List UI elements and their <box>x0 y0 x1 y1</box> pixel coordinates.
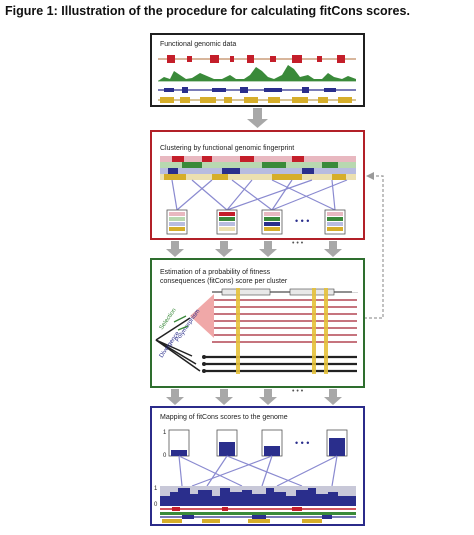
mapping-graphic: 1 0 • • • 1 0 <box>154 429 356 523</box>
track-one-label: 1 <box>154 486 158 492</box>
svg-text:···: ··· <box>352 290 358 296</box>
panel-title: Mapping of fitCons scores to the genome <box>160 414 288 421</box>
ellipsis-estimation: • • • <box>292 388 304 395</box>
panel-title: Clustering by functional genomic fingerp… <box>160 145 295 152</box>
panel-title: Functional genomic data <box>160 41 237 48</box>
ellipsis-score-boxes: • • • <box>295 438 309 448</box>
track-zero-label: 0 <box>154 502 158 508</box>
ellipsis-cluster-boxes: • • • <box>295 216 309 226</box>
panel-title-line1: Estimation of a probability of fitness <box>160 269 271 276</box>
panel-functional-genomic-data: Functional genomic data <box>150 33 365 107</box>
genomic-tracks-graphic <box>158 55 356 103</box>
panel-mapping: Mapping of fitCons scores to the genome … <box>150 406 365 526</box>
clustering-graphic: • • • <box>160 156 356 235</box>
panel-clustering: Clustering by functional genomic fingerp… <box>150 130 365 240</box>
ellipsis-clusters: • • • <box>292 240 304 247</box>
panel-title-line2: consequences (fitCons) score per cluster <box>160 278 288 285</box>
figure-title: Figure 1: Illustration of the procedure … <box>5 4 410 18</box>
axis-zero-label: 0 <box>163 453 167 459</box>
panel-estimation: Estimation of a probability of fitness c… <box>150 258 365 388</box>
axis-one-label: 1 <box>163 430 167 436</box>
estimation-graphic: ··· Selection Polymorphism Divergenc <box>155 288 358 374</box>
